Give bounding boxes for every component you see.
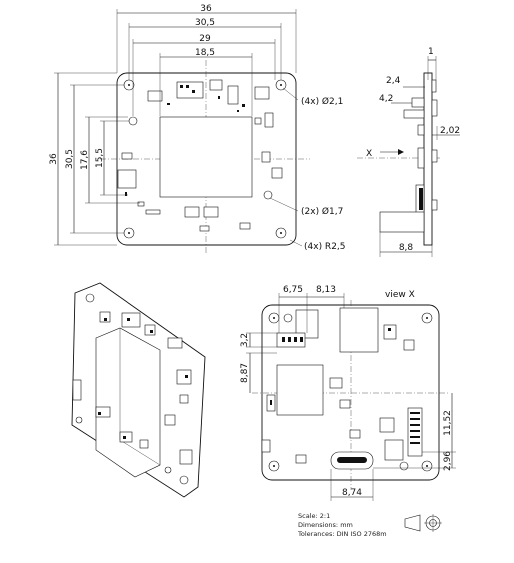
view-x: view X: [240, 285, 456, 501]
footer-dimensions: Dimensions: mm: [298, 521, 353, 529]
top-view-callouts: (4x) Ø2,1 (2x) Ø1,7 (4x) R2,5: [269, 87, 346, 252]
projection-symbol-icon: [404, 514, 442, 532]
top-view-vertical-dimensions: 36 30,5 17,6 15,5: [49, 72, 140, 246]
dim-side-2-02: 2,02: [440, 126, 460, 136]
dim-height-17-6: 17,6: [80, 150, 90, 170]
side-view-board: [423, 72, 433, 246]
top-view-components: [117, 79, 283, 232]
dim-x-8-13: 8,13: [316, 285, 336, 295]
callout-radius-2-5: (4x) R2,5: [304, 242, 346, 252]
dim-height-15-5: 15,5: [95, 148, 105, 168]
dim-x-8-74: 8,74: [342, 488, 362, 498]
callout-hole-1-7: (2x) Ø1,7: [301, 206, 343, 217]
callout-hole-2-1: (4x) Ø2,1: [301, 96, 343, 107]
dim-width-18-5: 18,5: [195, 48, 215, 58]
dim-side-4-2: 4,2: [379, 94, 393, 104]
view-x-board-outline: [261, 304, 440, 481]
isometric-view: [71, 282, 206, 498]
footer-notes: Scale: 2:1 Dimensions: mm Tolerances: DI…: [297, 512, 442, 538]
dim-width-30-5: 30,5: [195, 18, 215, 28]
top-view-horizontal-dimensions: 36 30,5 29 18,5: [116, 4, 297, 116]
dim-width-29: 29: [199, 34, 211, 44]
dim-x-3-2: 3,2: [240, 333, 250, 347]
dim-x-2-96: 2,96: [443, 451, 453, 471]
top-view: 36 30,5 29 18,5 36 30,5: [49, 4, 346, 255]
dim-side-8-8: 8,8: [399, 243, 414, 253]
dim-x-11-52: 11,52: [443, 410, 453, 436]
view-x-title: view X: [385, 290, 415, 300]
dim-height-30-5: 30,5: [65, 149, 75, 169]
view-x-mounting-holes: [268, 312, 433, 472]
dim-x-6-75: 6,75: [283, 285, 303, 295]
dim-height-36: 36: [49, 153, 59, 165]
dim-width-36: 36: [200, 4, 212, 14]
side-view: X 1 2,4 4,2 2,02 8,8: [357, 47, 460, 257]
footer-scale: Scale: 2:1: [298, 512, 330, 520]
dim-x-8-87: 8,87: [240, 363, 250, 383]
footer-tolerances: Tolerances: DIN ISO 2768m: [297, 530, 387, 538]
dim-side-2-4: 2,4: [386, 76, 401, 86]
isometric-main-chip: [95, 327, 161, 478]
top-view-main-chip: [159, 116, 253, 198]
view-x-arrow-label: X: [366, 149, 372, 159]
dim-side-1: 1: [428, 47, 434, 57]
